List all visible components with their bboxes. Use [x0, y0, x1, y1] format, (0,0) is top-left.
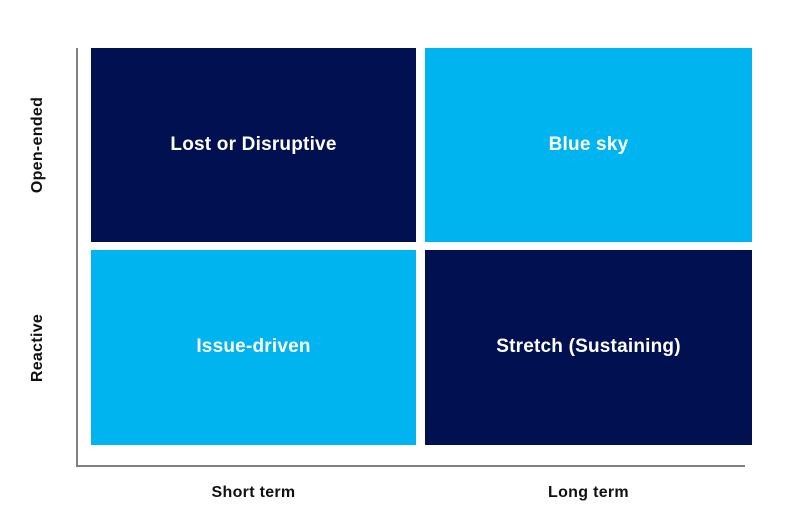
quadrant-stretch-sustaining[interactable]: Stretch (Sustaining)	[425, 250, 752, 445]
quadrant-issue-driven[interactable]: Issue-driven	[91, 250, 416, 445]
quadrant-lost-or-disruptive-label: Lost or Disruptive	[170, 133, 337, 155]
quadrant-issue-driven-label: Issue-driven	[196, 336, 311, 358]
x-axis-label-short-term: Short term	[211, 484, 296, 501]
quadrant-blue-sky[interactable]: Blue sky	[425, 48, 752, 242]
quadrant-stretch-sustaining-label: Stretch (Sustaining)	[496, 336, 681, 358]
y-axis-line	[76, 48, 78, 467]
quadrant-lost-or-disruptive[interactable]: Lost or Disruptive	[91, 48, 416, 242]
quadrant-grid: Lost or Disruptive Blue sky Issue-driven…	[91, 48, 752, 445]
y-axis-label-reactive: Reactive	[0, 250, 76, 445]
x-axis-label-long-term: Long term	[548, 484, 629, 501]
x-axis-line	[76, 465, 745, 467]
quadrant-blue-sky-label: Blue sky	[548, 133, 629, 155]
y-axis-label-open-ended-text: Open-ended	[29, 96, 46, 194]
y-axis-label-reactive-text: Reactive	[28, 313, 46, 382]
y-axis-label-open-ended: Open-ended	[0, 48, 76, 242]
